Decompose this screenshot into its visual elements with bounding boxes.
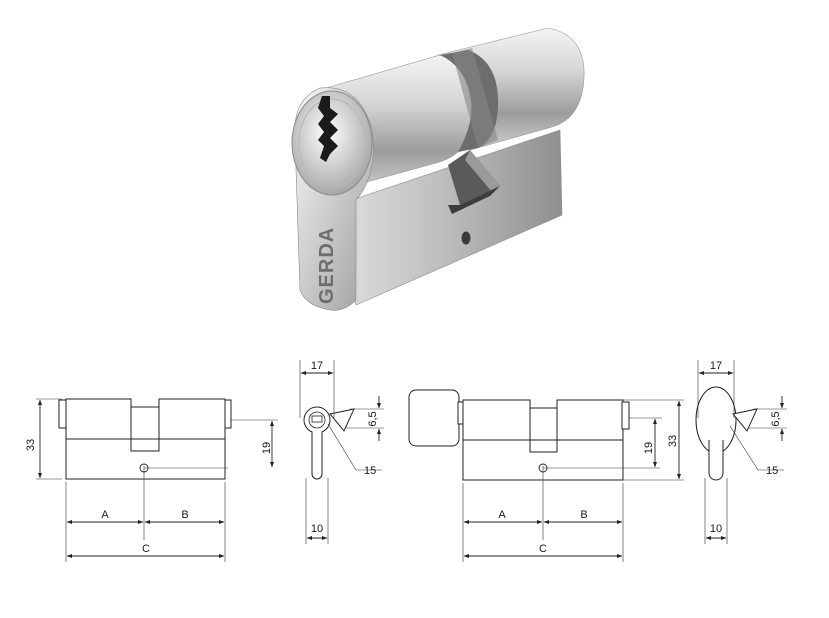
brand-logo: GERDA bbox=[316, 227, 338, 304]
dim-width-17: 17 bbox=[311, 360, 323, 372]
dim-bottom-10-right: 10 bbox=[710, 523, 722, 535]
dim-width-17-right: 17 bbox=[710, 360, 722, 372]
screw-hole bbox=[461, 231, 471, 245]
dim-pin-19: 19 bbox=[261, 442, 273, 454]
keyway bbox=[318, 96, 338, 162]
dim-radius-15: 15 bbox=[364, 465, 376, 477]
dim-pin-19-right: 19 bbox=[643, 442, 655, 454]
dim-height-33-right: 33 bbox=[667, 435, 679, 447]
cylinder-photo: GERDA bbox=[291, 27, 585, 311]
double-cylinder-drawing: 33 19 A B C bbox=[25, 398, 278, 562]
dim-b: B bbox=[181, 509, 188, 521]
dim-bottom-10: 10 bbox=[311, 523, 323, 535]
dim-height-33: 33 bbox=[25, 439, 37, 451]
dim-cam-6-5: 6,5 bbox=[367, 411, 379, 426]
dim-b-right: B bbox=[580, 509, 587, 521]
dim-a: A bbox=[101, 509, 109, 521]
dim-c-right: C bbox=[539, 543, 547, 555]
cam-lever bbox=[448, 150, 500, 214]
knob-cylinder-drawing: 19 33 A B C bbox=[408, 389, 684, 562]
dim-c: C bbox=[142, 543, 150, 555]
dim-radius-15-right: 15 bbox=[766, 465, 778, 477]
side-view-left: 17 6,5 15 10 bbox=[299, 360, 384, 544]
side-view-right: 17 6,5 15 10 bbox=[695, 360, 787, 544]
dim-cam-6-5-right: 6,5 bbox=[770, 411, 782, 426]
dim-a-right: A bbox=[498, 509, 506, 521]
